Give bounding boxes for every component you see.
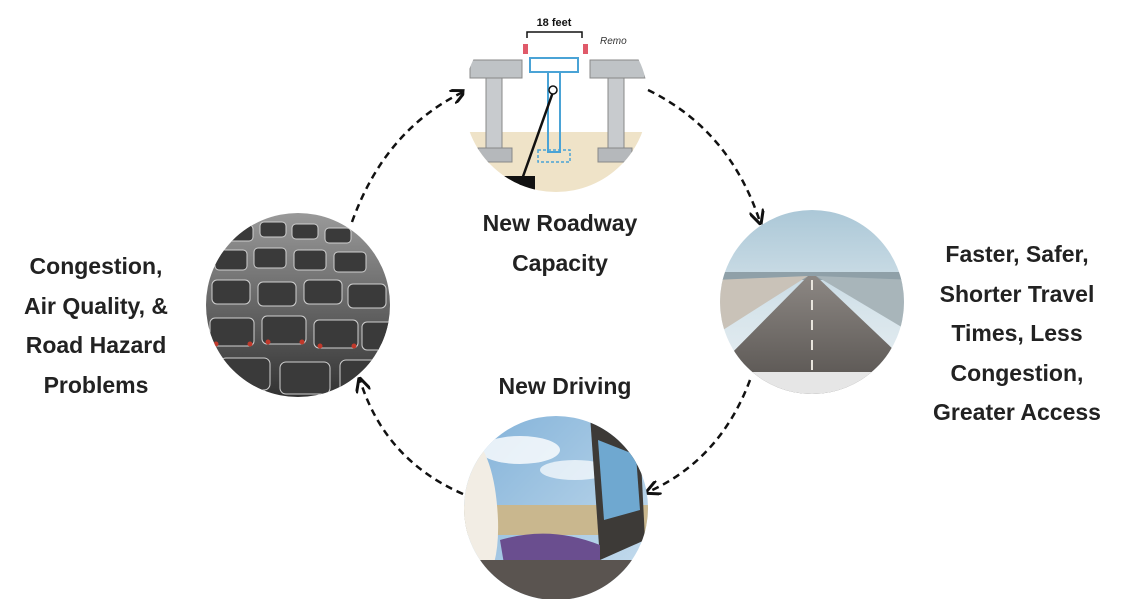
label-line: Problems [43,371,149,398]
traffic-congestion-image [206,213,390,397]
callout-label: Remo [600,36,627,47]
arrow-top-to-right [647,88,760,222]
label-line: Times, Less [951,320,1083,347]
label-line: New Driving [498,373,632,399]
label-line: Road Hazard [25,332,167,359]
node-label-new-driving: New Driving [470,367,660,407]
label-line: Shorter Travel [939,280,1095,307]
node-label-new-roadway-capacity: New Roadway Capacity [440,204,680,283]
arrow-bottom-to-left [360,380,464,496]
label-line: Congestion, [29,253,163,279]
roadway-overpass-image [464,8,648,192]
arrow-right-to-bottom [648,379,752,492]
convertible-driver-image [464,416,648,599]
arrow-left-to-top [350,92,463,223]
node-label-benefits: Faster, Safer, Shorter Travel Times, Les… [916,235,1118,433]
label-line: Air Quality, & [24,292,168,319]
label-line: New Roadway [482,210,638,236]
open-highway-image [720,210,904,394]
label-line: Faster, Safer, [945,241,1089,267]
label-line: Congestion, [950,359,1084,386]
dimension-label: 18 feet [537,17,572,29]
node-label-problems: Congestion, Air Quality, & Road Hazard P… [6,247,186,405]
label-line: Greater Access [933,399,1101,426]
label-line: Capacity [512,249,608,276]
